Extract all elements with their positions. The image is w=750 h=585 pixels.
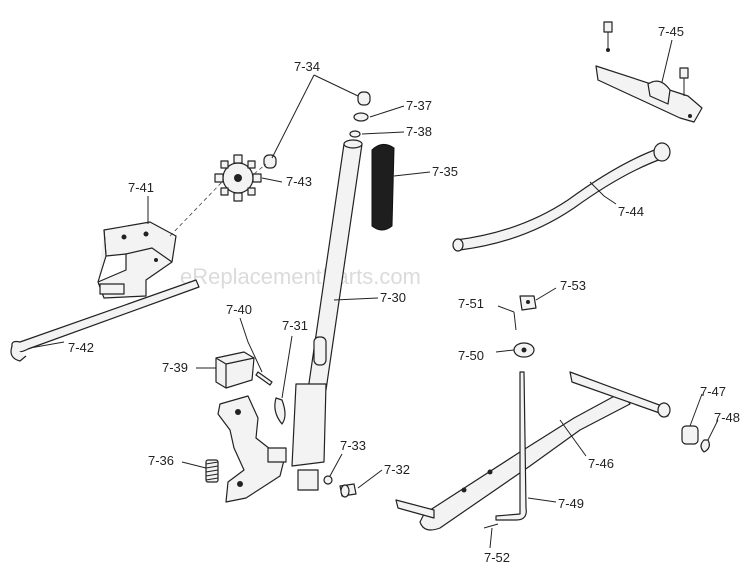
watermark-text: eReplacementParts.com	[180, 264, 421, 289]
leader-lines	[29, 39, 719, 549]
label-7-35: 7-35	[432, 164, 458, 179]
label-7-37: 7-37	[406, 98, 432, 113]
part-7-33-washer	[323, 475, 333, 485]
part-7-49-rod	[495, 371, 527, 521]
label-7-34: 7-34	[294, 59, 320, 74]
label-7-46: 7-46	[588, 456, 614, 471]
part-7-44-rod	[452, 142, 671, 252]
label-7-36: 7-36	[148, 453, 174, 468]
part-7-48-clip	[700, 439, 710, 453]
part-7-31-clip	[274, 397, 286, 425]
part-7-51-pin	[513, 311, 517, 331]
label-7-52: 7-52	[484, 550, 510, 565]
label-7-42: 7-42	[68, 340, 94, 355]
label-7-40: 7-40	[226, 302, 252, 317]
part-7-35-grip	[371, 144, 395, 231]
label-7-48: 7-48	[714, 410, 740, 425]
part-7-45-bracket	[595, 21, 703, 123]
label-7-33: 7-33	[340, 438, 366, 453]
label-7-49: 7-49	[558, 496, 584, 511]
part-7-53-nut	[519, 295, 537, 311]
label-7-30: 7-30	[380, 290, 406, 305]
part-7-38-cap	[349, 130, 361, 138]
part-7-43-sprocket	[214, 154, 262, 202]
label-7-47: 7-47	[700, 384, 726, 399]
label-7-31: 7-31	[282, 318, 308, 333]
label-7-32: 7-32	[384, 462, 410, 477]
part-7-46-arm	[395, 371, 671, 531]
part-7-30-handle-tube	[291, 139, 363, 491]
label-7-50: 7-50	[458, 348, 484, 363]
label-7-43: 7-43	[286, 174, 312, 189]
part-7-42-rod	[10, 279, 200, 362]
part-7-36-spring	[205, 459, 219, 483]
part-7-47-bushing	[681, 425, 699, 445]
part-7-40-pin	[255, 371, 273, 386]
label-7-41: 7-41	[128, 180, 154, 195]
label-7-38: 7-38	[406, 124, 432, 139]
part-7-34-bushing-lower	[263, 154, 277, 169]
part-lower-arm	[217, 395, 287, 503]
label-7-53: 7-53	[560, 278, 586, 293]
part-7-41-bracket	[97, 221, 177, 299]
label-7-45: 7-45	[658, 24, 684, 39]
label-7-51: 7-51	[458, 296, 484, 311]
label-7-44: 7-44	[618, 204, 644, 219]
part-7-50-collar	[513, 342, 535, 358]
callout-labels: 7-34 7-37 7-38 7-35 7-43 7-41 7-42 7-40 …	[68, 24, 740, 565]
part-7-39-block	[215, 351, 255, 389]
part-7-34-bushing-upper	[357, 91, 371, 106]
part-7-32-bolt	[339, 483, 357, 498]
part-7-37-washer	[353, 112, 369, 122]
label-7-39: 7-39	[162, 360, 188, 375]
part-7-52-pin	[483, 523, 499, 529]
